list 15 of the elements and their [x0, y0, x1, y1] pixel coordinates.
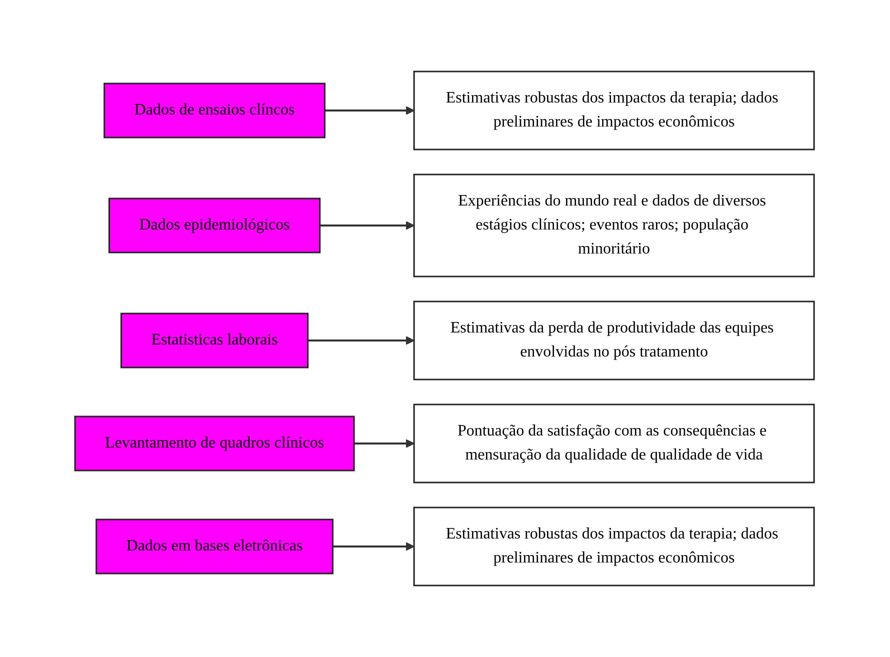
arrow	[354, 439, 415, 448]
node-box: Experiências do mundo real e dados de diversos estágios clínicos; eventos raros; população minoritário	[414, 174, 816, 278]
arrow	[308, 336, 415, 345]
node-box: Levantamento de quadros clínicos	[74, 416, 356, 472]
node-box: Estatisticas laborais	[120, 312, 310, 368]
node-box: Dados em bases eletrônicas	[96, 518, 334, 574]
arrow	[320, 221, 415, 230]
arrow	[325, 106, 415, 115]
node-box: Dados epidemiológicos	[108, 198, 322, 254]
node-box: Estimativas da perda de produtividade das equipes envolvidas no pós tratamento	[414, 300, 816, 380]
node-box: Pontuação da satisfação com as consequências e mensuração da qualidade de qualidade de vida	[414, 404, 816, 484]
node-box: Estimativas robustas dos impactos da terapia; dados preliminares de impactos econômicos	[414, 70, 816, 150]
arrow	[333, 542, 415, 551]
node-box: Estimativas robustas dos impactos da terapia; dados preliminares de impactos econômicos	[414, 506, 816, 586]
node-box: Dados de ensaios clíncos	[104, 82, 326, 138]
